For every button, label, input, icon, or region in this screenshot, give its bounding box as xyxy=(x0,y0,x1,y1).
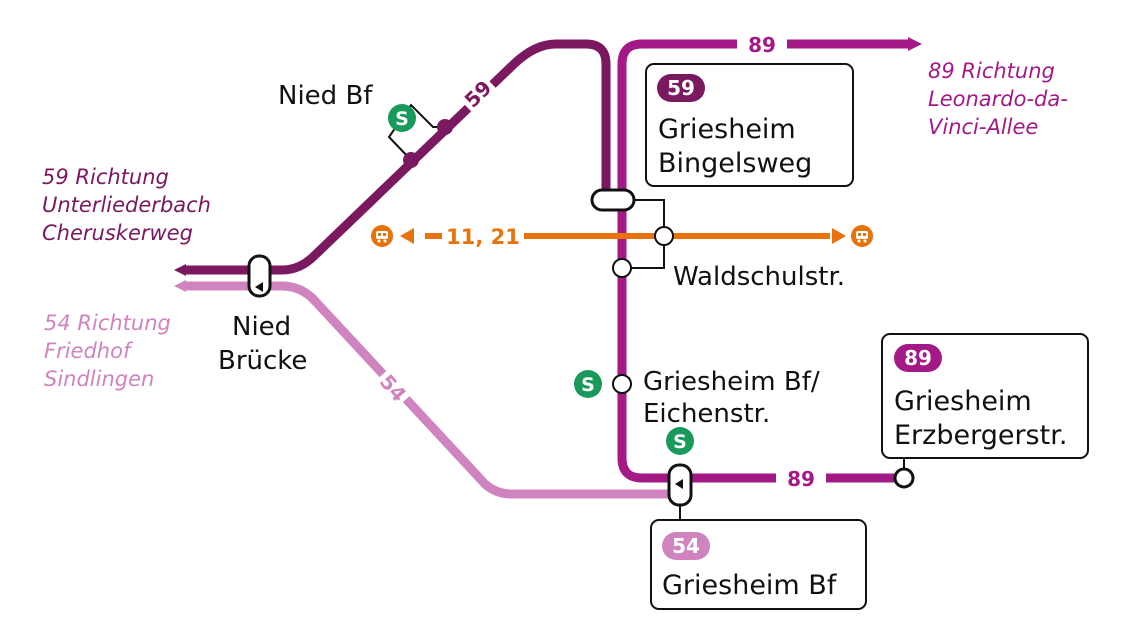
direction-arrow-icon xyxy=(675,479,683,489)
line-59-west-arrow-icon xyxy=(174,264,186,276)
svg-text:S: S xyxy=(673,431,687,453)
tram-icon xyxy=(371,225,393,247)
endpoint-box-89-name-2: Erzbergerstr. xyxy=(894,420,1067,451)
endpoint-box-89-name-1: Griesheim xyxy=(894,386,1032,417)
direction-54-line-1: 54 Richtung xyxy=(44,311,171,335)
endpoint-box-54-name: Griesheim Bf xyxy=(662,570,838,601)
endpoint-box-54: 54 Griesheim Bf xyxy=(650,519,867,610)
station-erzbergerstr-stop xyxy=(893,467,915,489)
direction-59-line-2: Unterliederbach xyxy=(42,193,211,217)
direction-89-line-1: 89 Richtung xyxy=(928,59,1055,83)
station-nied-bruecke-label-2: Brücke xyxy=(218,346,307,376)
line-89-top-label: 89 xyxy=(748,33,776,57)
tram-icon xyxy=(851,225,873,247)
direction-89-line-2: Leonardo-da- xyxy=(928,87,1068,111)
endpoint-box-54-badge: 54 xyxy=(672,534,700,558)
direction-arrow-icon xyxy=(255,282,263,292)
line-54-west-arrow-icon xyxy=(174,280,186,292)
direction-59: 59 Richtung Unterliederbach Cheruskerweg xyxy=(42,165,211,245)
endpoint-box-59: 59 Griesheim Bingelsweg xyxy=(645,63,854,187)
station-griesheim-bf-eichenstr-label-2: Eichenstr. xyxy=(643,399,770,429)
direction-89: 89 Richtung Leonardo-da- Vinci-Allee xyxy=(928,59,1068,139)
station-griesheim-bf-eichenstr-label-1: Griesheim Bf/ xyxy=(643,367,820,397)
direction-59-line-3: Cheruskerweg xyxy=(42,221,193,245)
station-waldschulstr: Waldschulstr. xyxy=(590,188,845,292)
endpoint-box-59-badge: 59 xyxy=(667,76,695,100)
station-griesheim-bf-eichenstr: S Griesheim Bf/ Eichenstr. xyxy=(574,367,820,429)
tram-line: 11, 21 xyxy=(371,222,873,250)
station-nied-bruecke-label-1: Nied xyxy=(232,312,291,342)
tram-line-label: 11, 21 xyxy=(446,225,520,249)
direction-54: 54 Richtung Friedhof Sindlingen xyxy=(44,311,171,391)
station-nied-bf-label: Nied Bf xyxy=(278,81,373,111)
direction-54-line-2: Friedhof xyxy=(44,339,134,363)
line-89-bottom-label: 89 xyxy=(787,467,815,491)
endpoint-box-59-name-2: Bingelsweg xyxy=(658,148,812,179)
s-bahn-icon: S xyxy=(574,370,602,398)
direction-59-line-1: 59 Richtung xyxy=(42,165,169,189)
s-bahn-icon: S xyxy=(666,427,694,455)
station-griesheim-bf: S xyxy=(666,427,694,520)
station-waldschulstr-label: Waldschulstr. xyxy=(673,262,845,292)
tram-east-arrow-icon xyxy=(832,228,846,244)
s-bahn-icon: S xyxy=(388,104,416,132)
direction-89-line-3: Vinci-Allee xyxy=(928,115,1038,139)
endpoint-box-59-name-1: Griesheim xyxy=(658,114,796,145)
direction-54-line-3: Sindlingen xyxy=(44,367,154,391)
tram-west-arrow-icon xyxy=(400,228,414,244)
line-89-east-arrow-icon xyxy=(908,37,922,51)
endpoint-box-89: 89 Griesheim Erzbergerstr. xyxy=(881,333,1089,459)
svg-text:S: S xyxy=(395,108,409,130)
endpoint-box-89-badge: 89 xyxy=(904,346,932,370)
station-nied-bf: S Nied Bf xyxy=(278,81,453,168)
station-nied-bruecke: Nied Brücke xyxy=(218,254,307,376)
svg-text:S: S xyxy=(581,374,595,396)
